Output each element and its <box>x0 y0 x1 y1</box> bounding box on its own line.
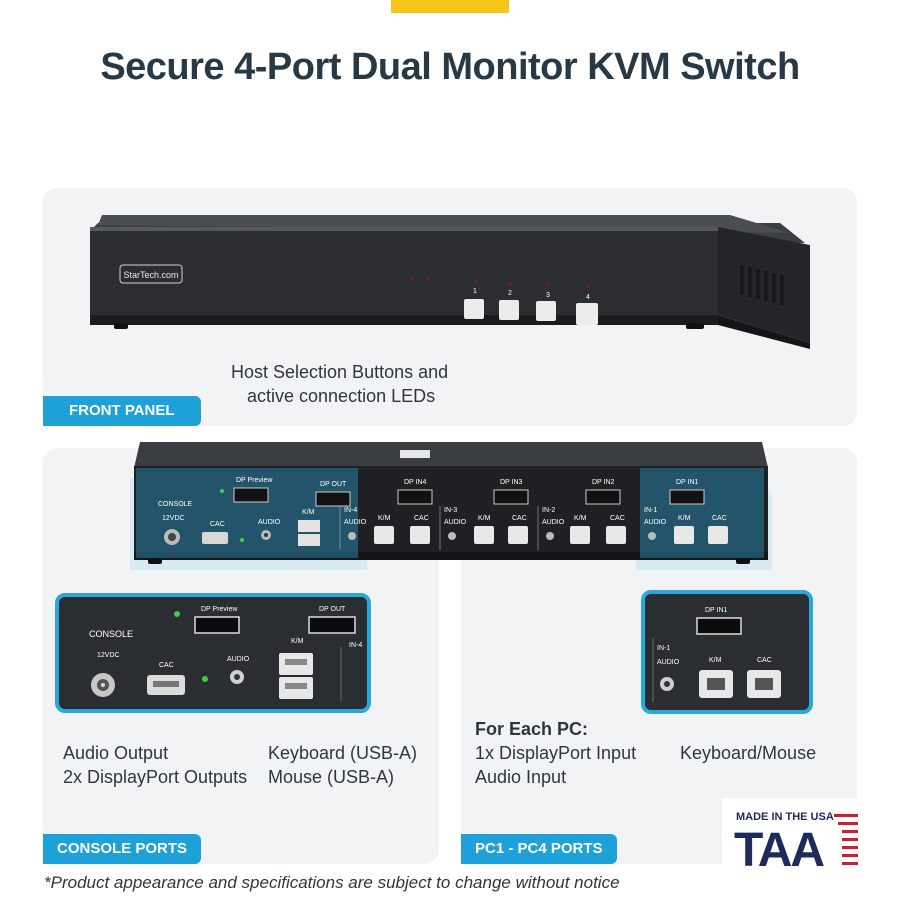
brand-logo: StarTech.com <box>123 270 178 280</box>
footnote: *Product appearance and specifications a… <box>44 873 620 892</box>
console-caption-col1: Audio Output 2x DisplayPort Outputs <box>63 741 247 789</box>
zoom-dp-out-label: DP OUT <box>319 606 346 613</box>
zoom-power-label: 12VDC <box>97 652 120 659</box>
zoom-in1-label: IN-1 <box>657 645 670 652</box>
accent-bar <box>391 0 509 13</box>
front-caption-line1: Host Selection Buttons and <box>231 362 449 382</box>
zoom-dp-preview-label: DP Preview <box>201 606 238 613</box>
rear-audio-label: AUDIO <box>258 519 281 526</box>
pc-caption-col1: For Each PC: 1x DisplayPort Input Audio … <box>475 717 636 789</box>
svg-text:K/M: K/M <box>378 515 391 522</box>
svg-text:K/M: K/M <box>678 515 691 522</box>
svg-text:1: 1 <box>473 288 477 295</box>
rear-power-label: 12VDC <box>162 515 185 522</box>
pc-caption-heading: For Each PC: <box>475 719 589 739</box>
made-in-usa-label: MADE IN THE USA <box>736 811 834 823</box>
svg-text:IN-4: IN-4 <box>344 507 357 514</box>
rear-dp-out-label: DP OUT <box>320 481 347 488</box>
svg-text:AUDIO: AUDIO <box>444 519 467 526</box>
pc-caption-keyboard-mouse: Keyboard/Mouse <box>680 743 817 763</box>
taa-badge: MADE IN THE USA TAA <box>722 798 862 877</box>
svg-text:DP IN3: DP IN3 <box>500 479 523 486</box>
zoom-in1-km-label: K/M <box>709 657 722 664</box>
host-button-4[interactable]: 4 <box>576 285 598 325</box>
host-button-2[interactable]: 2 <box>499 281 519 320</box>
console-caption-mouse: Mouse (USB-A) <box>268 767 395 787</box>
rear-km-label: K/M <box>302 509 315 516</box>
zoom-dp-in1-label: DP IN1 <box>705 607 728 614</box>
svg-text:IN-2: IN-2 <box>542 507 555 514</box>
svg-text:CAC: CAC <box>512 515 527 522</box>
host-button-1[interactable]: 1 <box>464 279 484 319</box>
svg-text:CAC: CAC <box>414 515 429 522</box>
svg-text:IN-1: IN-1 <box>644 507 657 514</box>
rear-input-group-4: IN-4 AUDIO DP IN4 K/M CAC <box>339 479 433 550</box>
console-caption-audio-output: Audio Output <box>63 743 169 763</box>
pc-caption-audio-input: Audio Input <box>475 767 567 787</box>
front-device-image: StarTech.com 1 2 3 4 <box>90 215 810 349</box>
console-ports-tag: CONSOLE PORTS <box>43 834 202 864</box>
rear-cac-label: CAC <box>210 521 225 528</box>
console-caption-keyboard: Keyboard (USB-A) <box>268 743 418 763</box>
flag-stripes-icon <box>834 814 858 865</box>
zoom-km-label: K/M <box>291 638 304 645</box>
rear-device-image: CONSOLE 12VDC CAC DP Preview AUDIO DP OU… <box>130 442 772 570</box>
rear-input-group-2: IN-2 AUDIO DP IN2 K/M CAC <box>537 479 626 550</box>
svg-text:AUDIO: AUDIO <box>344 519 367 526</box>
svg-text:2: 2 <box>508 290 512 297</box>
pc-caption-dp-input: 1x DisplayPort Input <box>475 743 637 763</box>
svg-text:CAC: CAC <box>610 515 625 522</box>
zoom-in1-cac-label: CAC <box>757 657 772 664</box>
pc-port-zoom-image: DP IN1 IN-1 AUDIO K/M CAC <box>641 590 813 714</box>
page-title: Secure 4-Port Dual Monitor KVM Switch <box>100 46 800 88</box>
pc-ports-tag: PC1 - PC4 PORTS <box>461 834 617 864</box>
svg-text:DP IN4: DP IN4 <box>404 479 427 486</box>
rear-input-group-3: IN-3 AUDIO DP IN3 K/M CAC <box>439 479 529 550</box>
front-panel-tag: FRONT PANEL <box>43 396 201 426</box>
svg-text:K/M: K/M <box>574 515 587 522</box>
svg-text:AUDIO: AUDIO <box>542 519 565 526</box>
svg-text:3: 3 <box>546 292 550 299</box>
front-panel-caption: Host Selection Buttons and active connec… <box>231 360 448 408</box>
front-caption-line2: active connection LEDs <box>247 386 436 406</box>
console-caption-dp-outputs: 2x DisplayPort Outputs <box>63 767 248 787</box>
host-button-3[interactable]: 3 <box>536 283 556 321</box>
zoom-console-label: CONSOLE <box>89 629 133 639</box>
zoom-cac-label: CAC <box>159 662 174 669</box>
rear-console-label: CONSOLE <box>158 501 193 508</box>
zoom-in4-label: IN-4 <box>349 642 362 649</box>
console-caption-col2: Keyboard (USB-A) Mouse (USB-A) <box>268 741 417 789</box>
pc-caption-col2: Keyboard/Mouse <box>680 741 816 765</box>
svg-text:IN-3: IN-3 <box>444 507 457 514</box>
zoom-in1-audio-label: AUDIO <box>657 659 680 666</box>
rear-dp-preview-label: DP Preview <box>236 477 273 484</box>
svg-text:4: 4 <box>586 294 590 301</box>
taa-mark: TAA <box>734 824 824 876</box>
console-zoom-image: CONSOLE 12VDC DP Preview CAC AUDIO DP OU… <box>55 593 371 713</box>
zoom-audio-label: AUDIO <box>227 656 250 663</box>
svg-text:DP IN1: DP IN1 <box>676 479 699 486</box>
svg-text:CAC: CAC <box>712 515 727 522</box>
svg-text:DP IN2: DP IN2 <box>592 479 615 486</box>
svg-text:K/M: K/M <box>478 515 491 522</box>
svg-text:AUDIO: AUDIO <box>644 519 667 526</box>
rear-input-group-1: IN-1 AUDIO DP IN1 K/M CAC <box>644 479 728 544</box>
